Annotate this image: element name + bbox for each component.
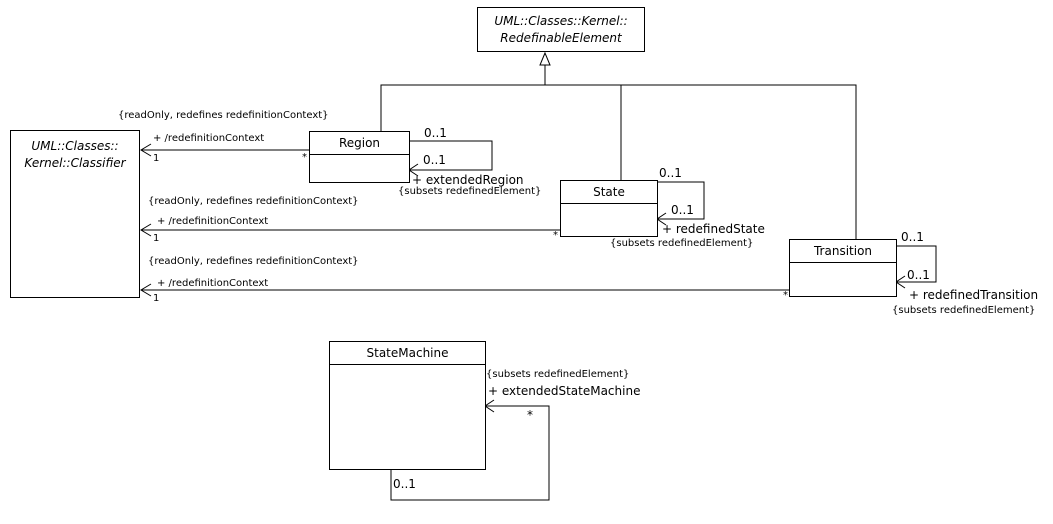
statemachine-self-role: + extendedStateMachine — [488, 384, 641, 398]
region-self-multiplicity-top: 0..1 — [424, 126, 447, 140]
class-classifier-name-line2: Kernel::Classifier — [24, 156, 126, 170]
self-association-line-statemachine — [390, 405, 550, 501]
self-association-line-region — [409, 140, 493, 171]
state-context-role: + /redefinitionContext — [157, 216, 269, 227]
transition-context-multiplicity-context: 1 — [153, 293, 160, 304]
transition-self-constraint: {subsets redefinedElement} — [892, 305, 1036, 316]
region-context-multiplicity-owner: * — [302, 152, 307, 163]
transition-self-role: + redefinedTransition — [909, 288, 1039, 302]
region-self-constraint: {subsets redefinedElement} — [398, 186, 542, 197]
state-self-constraint: {subsets redefinedElement} — [610, 238, 754, 249]
state-context-constraint: {readOnly, redefines redefinitionContext… — [148, 196, 359, 207]
class-state-name: State — [561, 181, 657, 204]
class-redefinable-element[interactable]: UML::Classes::Kernel:: RedefinableElemen… — [477, 7, 645, 52]
class-redefinable-element-name-line2: RedefinableElement — [500, 31, 622, 45]
class-region-name: Region — [310, 132, 409, 155]
transition-context-constraint: {readOnly, redefines redefinitionContext… — [148, 256, 359, 267]
region-context-constraint: {readOnly, redefines redefinitionContext… — [118, 110, 329, 121]
navigability-arrow-region-context — [140, 143, 152, 157]
state-self-multiplicity-top: 0..1 — [659, 166, 682, 180]
region-self-role: + extendedRegion — [412, 173, 524, 187]
class-redefinable-element-name-line1: UML::Classes::Kernel:: — [494, 14, 628, 28]
generalization-arrowhead — [539, 51, 551, 66]
self-association-line-state — [657, 181, 705, 220]
self-association-line-transition — [896, 245, 937, 283]
state-self-multiplicity-bottom: 0..1 — [671, 203, 694, 217]
region-context-multiplicity-context: 1 — [153, 153, 160, 164]
region-self-multiplicity-bottom: 0..1 — [423, 153, 446, 167]
statemachine-self-multiplicity-target: * — [527, 408, 533, 422]
class-state[interactable]: State — [560, 180, 658, 237]
generalization-line-region — [380, 65, 546, 131]
class-state-machine-name: StateMachine — [330, 342, 485, 365]
statemachine-self-constraint: {subsets redefinedElement} — [486, 369, 630, 380]
state-context-multiplicity-context: 1 — [153, 233, 160, 244]
class-classifier[interactable]: UML::Classes:: Kernel::Classifier — [10, 130, 140, 298]
transition-context-multiplicity-owner: * — [783, 290, 788, 301]
transition-context-role: + /redefinitionContext — [157, 278, 269, 289]
class-region[interactable]: Region — [309, 131, 410, 183]
state-context-multiplicity-owner: * — [553, 230, 558, 241]
statemachine-self-multiplicity-source: 0..1 — [393, 477, 416, 491]
generalization-line-transition — [545, 84, 857, 239]
class-state-machine[interactable]: StateMachine — [329, 341, 486, 470]
navigability-arrow-transition-context — [140, 283, 152, 297]
region-context-role: + /redefinitionContext — [153, 133, 265, 144]
transition-self-multiplicity-top: 0..1 — [901, 230, 924, 244]
class-transition[interactable]: Transition — [789, 239, 897, 297]
class-classifier-name-line1: UML::Classes:: — [31, 139, 119, 153]
state-self-role: + redefinedState — [662, 222, 765, 236]
navigability-arrow-state-context — [140, 223, 152, 237]
transition-self-multiplicity-bottom: 0..1 — [907, 268, 930, 282]
class-transition-name: Transition — [790, 240, 896, 263]
